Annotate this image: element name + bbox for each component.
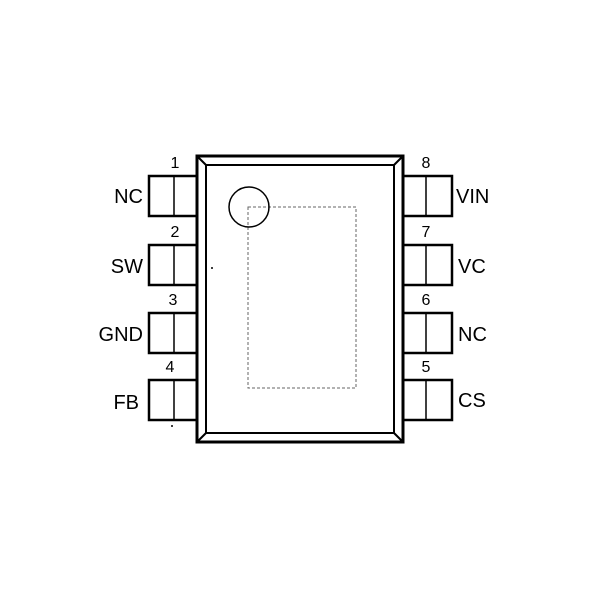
package-inner-outline xyxy=(205,164,395,434)
pin-1-lead xyxy=(147,174,203,218)
pin1-indicator-circle xyxy=(228,186,270,228)
pin-5 xyxy=(398,378,454,422)
pin-number-7: 7 xyxy=(422,224,431,241)
bevel-bottom-right xyxy=(393,432,404,443)
pin-3 xyxy=(147,311,203,355)
pin-number-6: 6 xyxy=(422,292,431,309)
pin-number-8: 8 xyxy=(422,155,431,172)
pin-number-1: 1 xyxy=(171,155,180,172)
pin-4 xyxy=(147,378,203,422)
pin-2-lead xyxy=(147,243,203,287)
pin-7 xyxy=(398,243,454,287)
bevel-top-left xyxy=(196,155,207,166)
left-pins xyxy=(147,174,203,422)
pin-label-1: NC xyxy=(114,186,143,208)
pin-3-lead xyxy=(147,311,203,355)
package-outer-outline xyxy=(195,154,405,444)
pin-label-7: VC xyxy=(458,256,486,278)
pin-label-5: CS xyxy=(458,390,486,412)
pin-1 xyxy=(147,174,203,218)
pin-number-3: 3 xyxy=(169,292,178,309)
pin-label-4: FB xyxy=(113,392,139,414)
pin-label-8: VIN xyxy=(456,186,489,208)
pin-4-lead xyxy=(147,378,203,422)
pin-2 xyxy=(147,243,203,287)
bevel-bottom-left xyxy=(196,432,207,443)
left-pin-texts: 1 NC 2 SW 3 GND 4 FB xyxy=(99,155,180,414)
pin-label-2: SW xyxy=(111,256,143,278)
exposed-pad-outline xyxy=(247,206,357,389)
stray-dot-lower xyxy=(171,425,173,427)
right-pin-texts: 8 VIN 7 VC 6 NC 5 CS xyxy=(422,155,490,412)
pin-8 xyxy=(398,174,454,218)
bevel-top-right xyxy=(393,155,404,166)
pin-6 xyxy=(398,311,454,355)
pin-label-3: GND xyxy=(99,324,143,346)
pin-number-4: 4 xyxy=(166,359,175,376)
pin-number-2: 2 xyxy=(171,224,180,241)
pin-number-5: 5 xyxy=(422,359,431,376)
stray-dot xyxy=(211,267,213,269)
pin-label-6: NC xyxy=(458,324,487,346)
package-body xyxy=(171,154,405,444)
